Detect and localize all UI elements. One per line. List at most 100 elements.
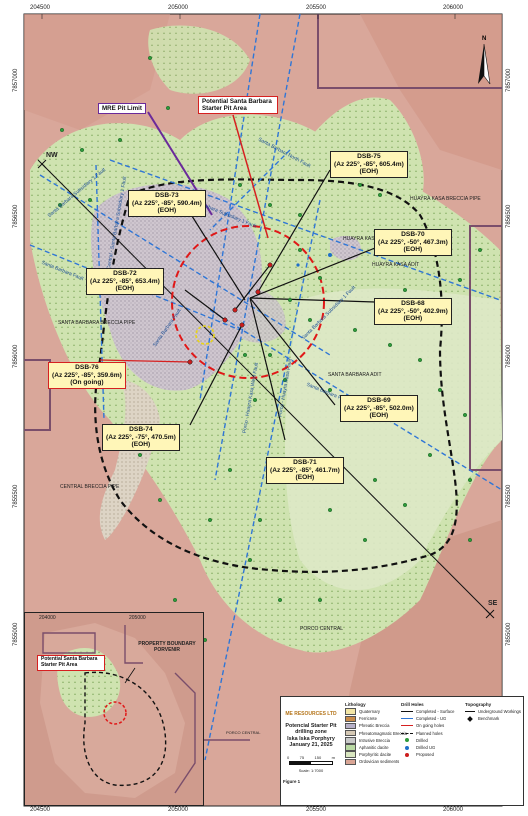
mre-pit-limit bbox=[94, 178, 458, 573]
santa-barbara-breccia-pipe-area bbox=[90, 183, 262, 391]
label-central-breccia-pipe: CENTRAL BRECCIA PIPE bbox=[60, 484, 120, 490]
drill-label-dsb-72: DSB-72 (Az 225°, -85°, 653.4m) (EOH) bbox=[86, 268, 164, 295]
inset-callout: Potential Santa Barbara Starter Pit Area bbox=[37, 655, 105, 671]
tick-e-4: 206000 bbox=[443, 5, 464, 11]
title-line-1: Potencial Starter Pit bbox=[285, 723, 337, 729]
north-arrow bbox=[478, 43, 491, 85]
potential-starter-pit bbox=[171, 225, 325, 379]
se-label: SE bbox=[488, 600, 498, 607]
callout-mre-pit-limit: MRE Pit Limit bbox=[98, 103, 146, 115]
drill-header: Drill Holes bbox=[401, 702, 424, 707]
drill-id: DSB-73 bbox=[155, 192, 179, 199]
drill-id: DSB-69 bbox=[367, 397, 391, 404]
drill-legend: Drill Holes Completed - Surface Complete… bbox=[401, 701, 454, 758]
label-santa-barbara-breccia-pipe: SANTA BARBARA BRECCIA PIPE bbox=[58, 320, 136, 326]
drill-az: (Az 225°, -85°, 605.4m) bbox=[334, 160, 404, 168]
drill-az: (Az 225°, -50°, 402.9m) bbox=[378, 307, 448, 315]
tick-n-5: 7855000 bbox=[13, 622, 19, 646]
drill-status: (EOH) bbox=[403, 246, 423, 254]
drill-id: DSB-76 bbox=[75, 364, 99, 371]
drill-label-dsb-70: DSB-70 (Az 225°, -50°, 467.3m) (EOH) bbox=[374, 229, 452, 256]
drill-id: DSB-71 bbox=[293, 459, 317, 466]
drill-az: (Az 225°, -85°, 461.7m) bbox=[270, 466, 340, 474]
scale-bar: 0 75 150 m bbox=[283, 755, 339, 760]
tick-e-4-bottom: 206000 bbox=[443, 807, 464, 813]
tick-n-2: 7856500 bbox=[13, 204, 19, 228]
legend-item: Intrusive Breccia bbox=[345, 737, 407, 744]
legend-item: Completed - Surface bbox=[401, 708, 454, 715]
inset-boundary-label: PROPERTY BOUNDARY PORVENIR bbox=[138, 641, 196, 653]
tick-n-3: 7856000 bbox=[13, 344, 19, 368]
topo-header: Topography bbox=[465, 702, 492, 707]
tick-n-4: 7855500 bbox=[13, 484, 19, 508]
drill-collars bbox=[187, 262, 273, 365]
company-logo: ME RESOURCES LTD bbox=[285, 711, 337, 717]
drill-status: (EOH) bbox=[115, 285, 135, 293]
legend-title-block: ME RESOURCES LTD Potencial Starter Pit d… bbox=[283, 711, 339, 784]
scale-tick-0: 0 bbox=[287, 754, 290, 760]
legend-item: Ordovician sediments bbox=[345, 758, 407, 766]
tick-e-2: 205000 bbox=[168, 5, 189, 11]
drill-traces bbox=[99, 169, 376, 441]
scale-bar-graphic bbox=[289, 760, 333, 765]
legend-item: Planned holes bbox=[401, 730, 454, 737]
label-porco-central: PORCO CENTRAL bbox=[300, 626, 344, 632]
scale-tick-1: 75 bbox=[299, 754, 305, 760]
drill-status: (EOH) bbox=[157, 207, 177, 215]
topography-legend: Topography Underground Workings Benchmar… bbox=[465, 701, 521, 722]
title-line-3: Iska Iska Porphyry bbox=[287, 735, 335, 742]
legend-item: Quaternary bbox=[345, 708, 407, 715]
legend-item: Aphanitic dacite bbox=[345, 744, 407, 751]
tick-n-4-right: 7855500 bbox=[506, 484, 512, 508]
nw-label: NW bbox=[46, 152, 58, 159]
drill-az: (Az 225°, -75°, 470.5m) bbox=[106, 433, 176, 441]
drill-az: (Az 225°, -85°, 502.0m) bbox=[344, 404, 414, 412]
tick-n-2-right: 7856500 bbox=[506, 204, 512, 228]
legend-item: Drilled bbox=[401, 737, 454, 744]
inset-tick-2: 205000 bbox=[129, 615, 146, 621]
drill-id: DSB-72 bbox=[113, 270, 137, 277]
drill-label-dsb-69: DSB-69 (Az 225°, -85°, 502.0m) (EOH) bbox=[340, 395, 418, 422]
scale-tick-2: 150 bbox=[314, 754, 322, 760]
tick-e-3: 205500 bbox=[306, 5, 327, 11]
drill-id: DSB-68 bbox=[401, 300, 425, 307]
legend-item: Drilled UG bbox=[401, 744, 454, 751]
label-porco-central-small: PORCO CENTRAL bbox=[226, 730, 261, 735]
legend-item: Underground Workings bbox=[465, 708, 521, 715]
lithology-header: Lithology bbox=[345, 702, 366, 707]
legend-item: On going holes bbox=[401, 722, 454, 729]
drill-id: DSB-74 bbox=[129, 426, 153, 433]
legend-item: Porphyritic dacite bbox=[345, 751, 407, 758]
title-line-4: January 21, 2025 bbox=[289, 742, 333, 749]
scale-unit: m bbox=[331, 754, 335, 760]
title-line-2: drilling zone bbox=[295, 729, 327, 736]
drill-az: (Az 225°, -85°, 359.6m) bbox=[52, 371, 122, 379]
label-huayra-kasa-adit-1: HUAYRA KASA ADIT bbox=[343, 236, 391, 242]
tick-n-3-right: 7856000 bbox=[506, 344, 512, 368]
tick-e-3-bottom: 205500 bbox=[306, 807, 327, 813]
figure-label: Figure 1 bbox=[283, 778, 301, 784]
legend-item: Benchmark bbox=[465, 715, 521, 722]
label-huayra-kasa-breccia-pipe: HUAYRA KASA BRECCIA PIPE bbox=[410, 196, 481, 202]
tick-n-1-right: 7857000 bbox=[506, 68, 512, 92]
drill-label-dsb-68: DSB-68 (Az 225°, -50°, 402.9m) (EOH) bbox=[374, 298, 452, 325]
drill-id: DSB-75 bbox=[357, 153, 381, 160]
tick-n-5-right: 7855000 bbox=[506, 622, 512, 646]
scale-label: Scale: 1:7000 bbox=[298, 767, 324, 773]
tick-n-1: 7857000 bbox=[13, 68, 19, 92]
tick-e-2-bottom: 205000 bbox=[168, 807, 189, 813]
inset-map: 204000 205000 Potential Santa Barbara St… bbox=[24, 612, 204, 806]
drill-id: DSB-70 bbox=[401, 231, 425, 238]
drill-status: (EOH) bbox=[359, 168, 379, 176]
drill-label-dsb-75: DSB-75 (Az 225°, -85°, 605.4m) (EOH) bbox=[330, 151, 408, 178]
drill-status: (EOH) bbox=[131, 441, 151, 449]
label-huayra-kasa-adit-2: HUAYRA KASA ADIT bbox=[372, 262, 420, 268]
drill-label-dsb-74: DSB-74 (Az 225°, -75°, 470.5m) (EOH) bbox=[102, 424, 180, 451]
drill-status: (On going) bbox=[70, 379, 104, 387]
section-line bbox=[41, 163, 491, 615]
label-santa-barbara-adit: SANTA BARBARA ADIT bbox=[328, 372, 382, 378]
tick-e-1-bottom: 204500 bbox=[30, 807, 51, 813]
inset-tick-1: 204000 bbox=[39, 615, 56, 621]
legend-item: Phreatic Breccia bbox=[345, 722, 407, 730]
legend-item: Phreatomagmatic Breccia bbox=[345, 729, 407, 737]
